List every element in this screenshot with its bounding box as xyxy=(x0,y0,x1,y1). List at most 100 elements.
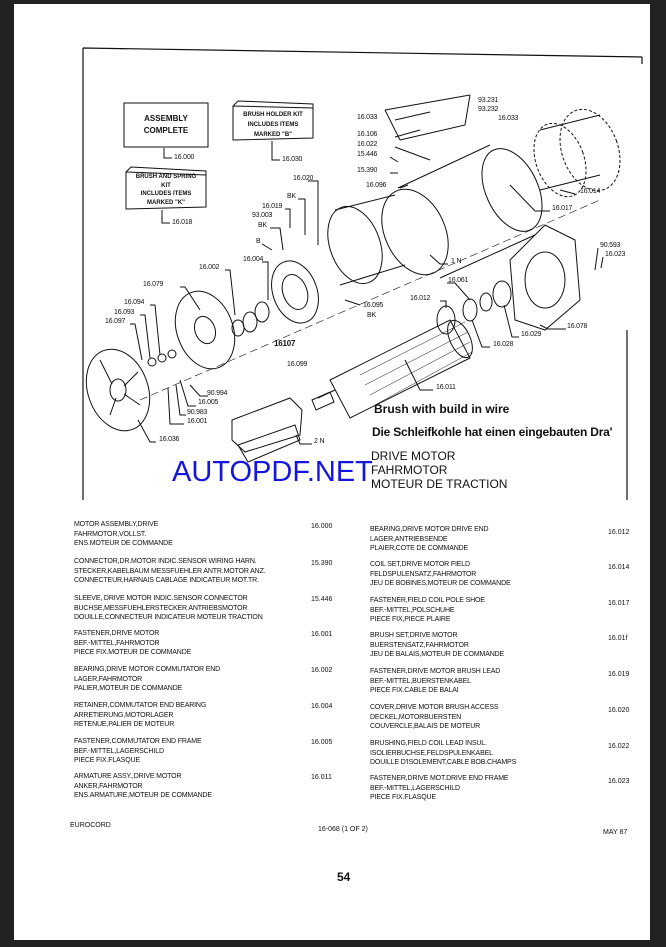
part-desc: BRUSH SET,DRIVE MOTOR xyxy=(370,632,458,639)
callout: 16.093 xyxy=(114,309,135,316)
kit-label-brush-spring: BRUSH AND SPRING KIT INCLUDES ITEMS MARK… xyxy=(126,173,206,207)
part-desc: BEF.-MITTEL,LAGERSCHILD xyxy=(74,747,164,755)
field-coil-drawing xyxy=(533,108,621,198)
part-desc: RETENUE,PALIER DE MOTEUR xyxy=(74,721,175,729)
callout: 16.018 xyxy=(172,219,193,226)
part-number: 16.014 xyxy=(608,564,630,571)
part-entry: CONNECTOR,DR.MOTOR INDIC.SENSOR WIRING H… xyxy=(74,557,266,586)
part-number: 16.002 xyxy=(311,667,333,674)
part-number: 15.446 xyxy=(311,596,333,603)
fan-drawing xyxy=(85,348,151,432)
callout: 16.011 xyxy=(436,384,456,391)
callout: 16.012 xyxy=(410,295,431,302)
part-desc: PIECE FIX.MOTEUR DE COMMANDE xyxy=(74,649,192,657)
callout: BK xyxy=(367,312,376,319)
kit-box-brush-spring xyxy=(125,166,207,210)
part-desc: COIL SET,DRIVE MOTOR FIELD xyxy=(370,561,470,568)
part-number: 16.023 xyxy=(608,778,630,785)
callout: 15.446 xyxy=(357,151,378,158)
part-entry: BRUSHING,FIELD COIL LEAD INSUL.ISOLIERBU… xyxy=(370,739,516,768)
kit-line: INCLUDES ITEMS xyxy=(247,122,299,128)
part-desc: BRUSHING,FIELD COIL LEAD INSUL. xyxy=(370,740,487,747)
callout: 16.036 xyxy=(159,436,180,443)
callout: 16.030 xyxy=(282,156,303,163)
pole-shoe-drawing xyxy=(231,397,303,463)
part-desc: FASTENER,FIELD COIL POLE SHOE xyxy=(370,597,485,604)
kit-box-assembly xyxy=(123,102,209,148)
part-desc: JEU DE BALAIS,MOTEUR DE COMMANDE xyxy=(370,651,505,659)
title-line: DRIVE MOTOR xyxy=(371,449,456,463)
part-number: 16.005 xyxy=(311,739,333,746)
field-frame-drawing xyxy=(381,144,543,279)
part-number: 15.390 xyxy=(311,560,333,567)
callout: 1 N xyxy=(451,258,462,265)
part-desc: BUCHSE,MESSFUEHLERSTECKER ANTRIEBSMOTOR xyxy=(74,604,248,612)
callout: 16.023 xyxy=(605,251,626,258)
callout: 16.097 xyxy=(105,318,126,325)
callout: 2 N xyxy=(314,438,325,445)
part-number: 16.000 xyxy=(311,523,333,530)
note-english: Brush with build in wire xyxy=(374,402,510,416)
callout: 16.020 xyxy=(293,175,314,182)
callout: 16.001 xyxy=(187,418,208,425)
part-number: 16.011 xyxy=(311,774,332,781)
part-desc: BEF.-MITTEL,POLSCHUHE xyxy=(370,606,455,614)
callout: BK xyxy=(287,193,296,200)
part-desc: LAGER,ANTRIEBSENDE xyxy=(370,535,448,543)
part-desc: ENS.MOTEUR DE COMMANDE xyxy=(74,540,173,548)
kit-box-brush-holder xyxy=(232,100,314,141)
part-desc: RETAINER,COMMUTATOR END BEARING xyxy=(74,702,207,709)
part-desc: CONNECTEUR,HARNAIS CABLAGE INDICATEUR MO… xyxy=(74,577,259,585)
part-number: 16.001 xyxy=(311,631,333,638)
title-line: FAHRMOTOR xyxy=(371,463,448,477)
diagram-title: DRIVE MOTOR FAHRMOTOR MOTEUR DE TRACTION xyxy=(371,449,507,491)
callout: 16.096 xyxy=(366,182,387,189)
diagram-frame xyxy=(82,47,643,500)
page-number: 54 xyxy=(337,870,351,884)
callout: 16.106 xyxy=(357,131,378,138)
part-desc: FASTENER,COMMUTATOR END FRAME xyxy=(74,738,202,745)
part-desc: BEF.-MITTEL,FAHRMOTOR xyxy=(74,639,160,647)
callout: 16.000 xyxy=(174,154,195,161)
kit-line: INCLUDES ITEMS xyxy=(140,191,192,197)
kit-line: BRUSH HOLDER KIT xyxy=(243,112,303,118)
part-desc: CONNECTOR,DR.MOTOR INDIC.SENSOR WIRING H… xyxy=(74,558,257,565)
part-desc: FASTENER,DRIVE MOTOR BRUSH LEAD xyxy=(370,668,501,675)
callout: B xyxy=(256,238,261,245)
part-number: 16.004 xyxy=(311,703,333,710)
callout: 16.061 xyxy=(448,277,469,284)
footer-model: EUROCORD xyxy=(70,822,111,829)
callout: 90.593 xyxy=(600,242,621,249)
part-entry: FASTENER,COMMUTATOR END FRAME BEF.-MITTEL… xyxy=(74,737,202,766)
part-desc: PLAIER,COTE DE COMMANDE xyxy=(370,545,469,553)
kit-label-brush-holder: BRUSH HOLDER KIT INCLUDES ITEMS MARKED "… xyxy=(233,110,313,140)
part-desc: FAHRMOTOR,VOLLST. xyxy=(74,530,147,538)
part-desc: COUVERCLE,BALAIS DE MOTEUR xyxy=(370,723,481,731)
part-desc: DOUILLE D'ISOLEMENT,CABLE BOB.CHAMPS xyxy=(370,759,517,767)
callout: 16.005 xyxy=(198,399,219,406)
part-number: 16.017 xyxy=(608,600,630,607)
part-desc: PIECE FIX.FLASQUE xyxy=(74,757,140,765)
terminal-strip xyxy=(384,94,471,141)
callout: 90.994 xyxy=(207,390,228,397)
part-desc: FASTENER,DRIVE MOTOR xyxy=(74,630,160,637)
part-desc: PALIER,MOTEUR DE COMMANDE xyxy=(74,685,183,693)
part-desc: DECKEL,MOTORBUERSTEN xyxy=(370,713,461,721)
callout: 16.028 xyxy=(493,341,514,348)
callout: 16.029 xyxy=(521,331,542,338)
part-desc: PIECE FIX,PIECE PLAIRE xyxy=(370,616,451,624)
callout: 16107 xyxy=(274,339,296,348)
part-entry: FASTENER,FIELD COIL POLE SHOE BEF.-MITTEL… xyxy=(370,596,485,625)
kit-line: MARKED "K" xyxy=(146,199,186,206)
part-desc: SLEEVE, DRIVE MOTOR INDIC.SENSOR CONNECT… xyxy=(74,595,248,602)
part-desc: BEARING,DRIVE MOTOR DRIVE END xyxy=(370,526,489,533)
end-frame xyxy=(174,290,236,370)
callout: 93.231 xyxy=(478,97,499,104)
